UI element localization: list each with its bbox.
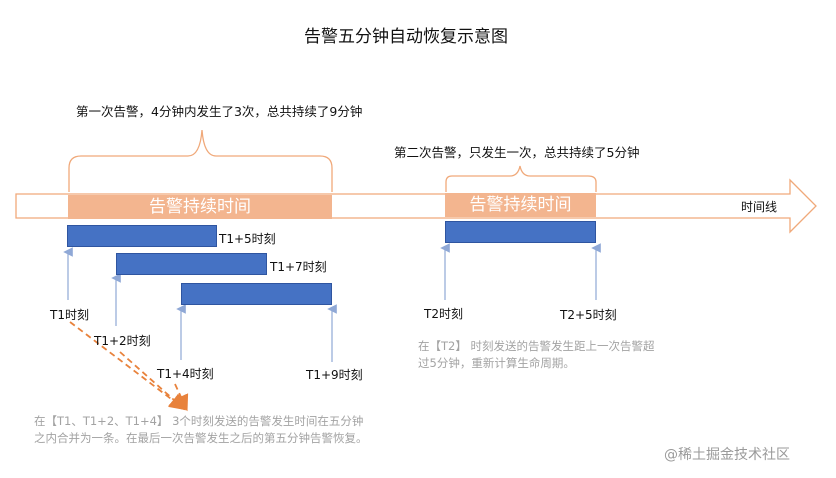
brace-first [68,129,333,192]
watermark: @稀土掘金技术社区 [664,447,790,463]
dashed-arrow-from-t1 [69,321,186,411]
label-t2-plus-5: T2+5时刻 [560,308,617,322]
alert-bar-t1p4 [181,283,332,305]
note-second-alert: 第二次告警，只发生一次，总共持续了5分钟 [394,145,640,160]
alert-bar-t1p2 [116,253,267,275]
label-t2: T2时刻 [424,307,463,321]
dashed-arrow-from-t1p4 [173,383,189,412]
page-title: 告警五分钟自动恢复示意图 [304,27,508,47]
label-t1-plus-7: T1+7时刻 [270,260,327,274]
alert-bar-t1 [67,225,217,247]
label-t1: T1时刻 [50,308,89,322]
note-first-alert: 第一次告警，4分钟内发生了3次，总共持续了9分钟 [76,104,363,119]
label-t1-plus-9: T1+9时刻 [306,368,363,382]
duration-band-first: 告警持续时间 [68,195,332,219]
label-t1-plus-5: T1+5时刻 [219,232,276,246]
timeline-label: 时间线 [741,200,778,214]
dashed-arrow-from-t1p2 [119,351,186,411]
label-t1-plus-2: T1+2时刻 [94,334,151,348]
brace-second [445,165,597,192]
label-t1-plus-4: T1+4时刻 [157,367,214,381]
explanation-first: 在【T1、T1+2、T1+4】 3个时刻发送的告警发生时间在五分钟之内合并为一条… [34,414,368,445]
alert-bar-t2 [445,221,596,243]
duration-band-second: 告警持续时间 [445,193,596,217]
explanation-second: 在【T2】 时刻发送的告警发生距上一次告警超过5分钟，重新计算生命周期。 [418,339,655,370]
